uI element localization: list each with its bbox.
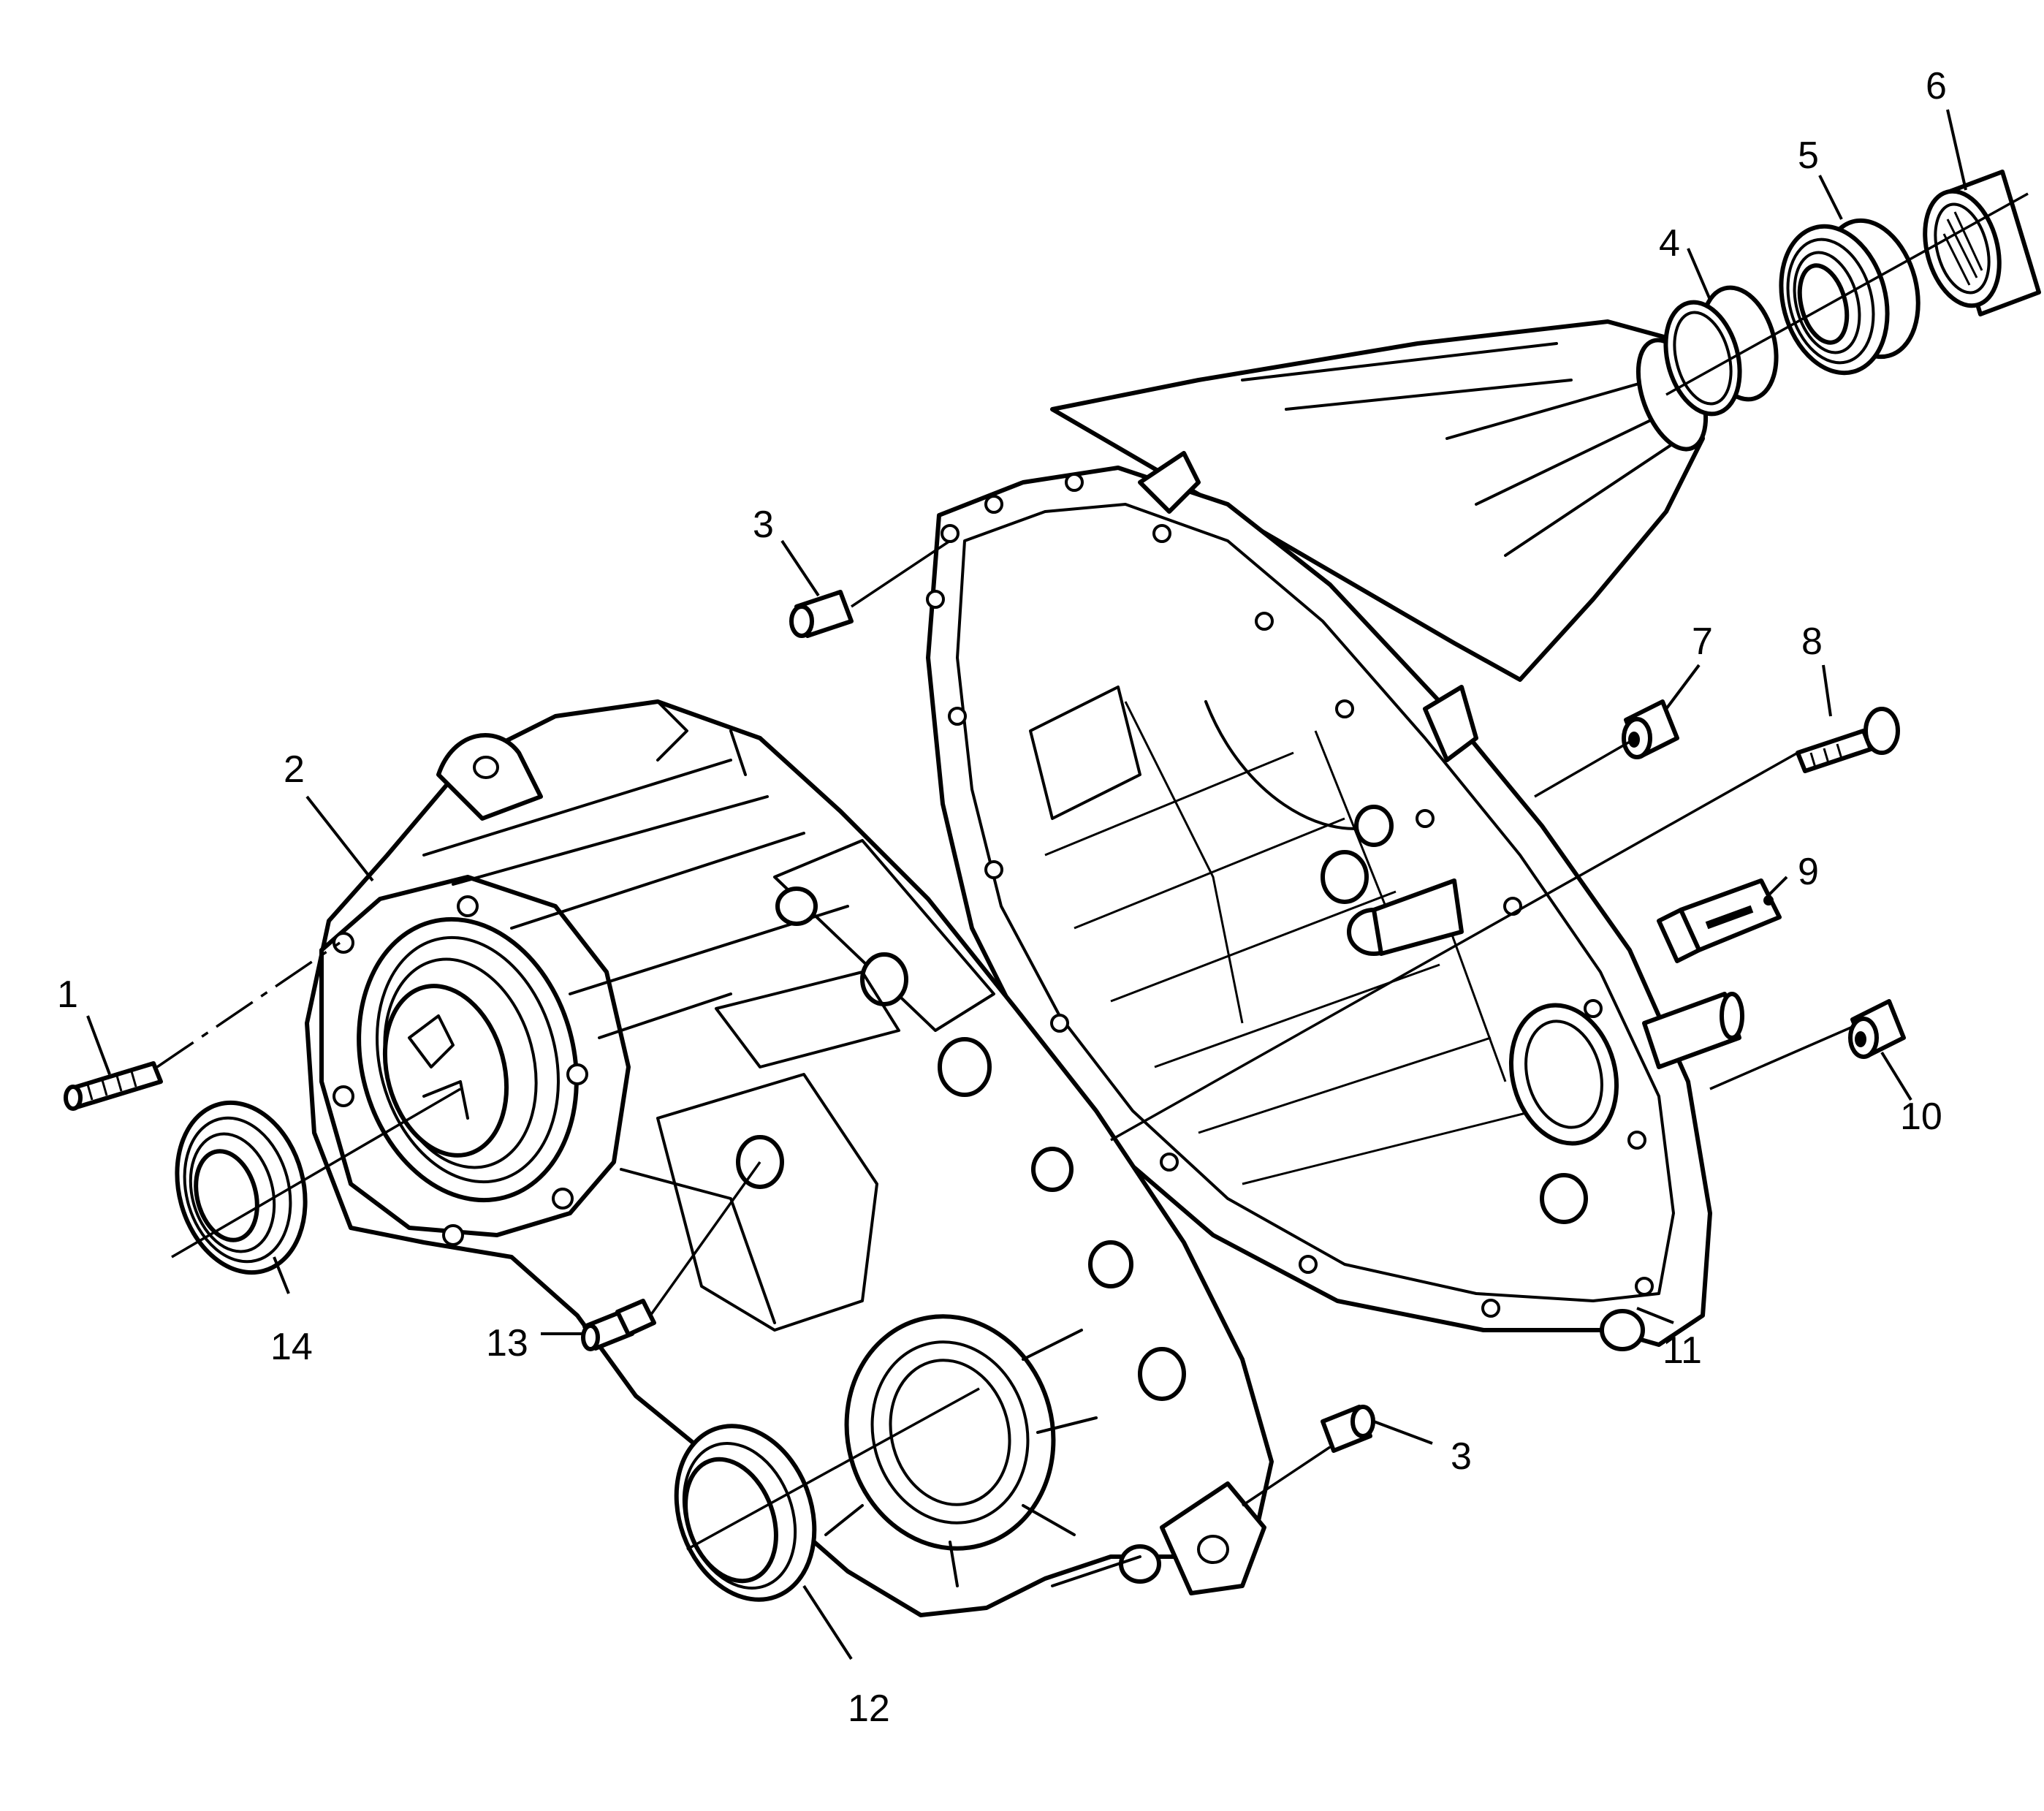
callout-12: 12 (848, 1687, 890, 1730)
bolt-part-8 (1796, 707, 1900, 773)
stud-part-1 (64, 1061, 163, 1111)
callout-13: 13 (486, 1322, 528, 1364)
assembly-axis-lines (156, 192, 2029, 1551)
callout-11: 11 (1663, 1329, 1702, 1372)
dowel-part-3-upper (789, 590, 854, 638)
callout-14: 14 (270, 1326, 313, 1368)
callout-10: 10 (1900, 1096, 1942, 1138)
callout-8: 8 (1801, 620, 1823, 663)
callout-3-upper: 3 (753, 504, 774, 546)
bearing-part-6 (1923, 170, 2041, 316)
callout-7: 7 (1692, 620, 1713, 663)
callout-leaders (86, 109, 1967, 1660)
callout-2: 2 (284, 748, 305, 791)
plug-part-10 (1848, 999, 1906, 1059)
ring-part-4 (1663, 285, 1779, 417)
rear-case-half (926, 319, 1744, 1351)
plug-part-7 (1622, 699, 1679, 759)
callout-6: 6 (1926, 65, 1947, 107)
dowel-part-3-lower (1321, 1405, 1375, 1453)
callout-1: 1 (57, 973, 78, 1016)
callout-5: 5 (1798, 134, 1819, 177)
fitting-part-13 (581, 1299, 656, 1351)
seal-part-14 (175, 1100, 308, 1275)
seal-part-12 (674, 1424, 817, 1602)
callout-9: 9 (1798, 851, 1819, 893)
sensor-part-9 (1657, 878, 1782, 963)
front-case-half (305, 699, 1274, 1617)
callout-3-lower: 3 (1451, 1435, 1472, 1478)
seal-part-5 (1779, 218, 1920, 376)
callout-4: 4 (1659, 222, 1680, 265)
callout-labels: 1 2 3 3 4 5 6 7 8 9 10 11 12 13 14 (57, 65, 1947, 1730)
